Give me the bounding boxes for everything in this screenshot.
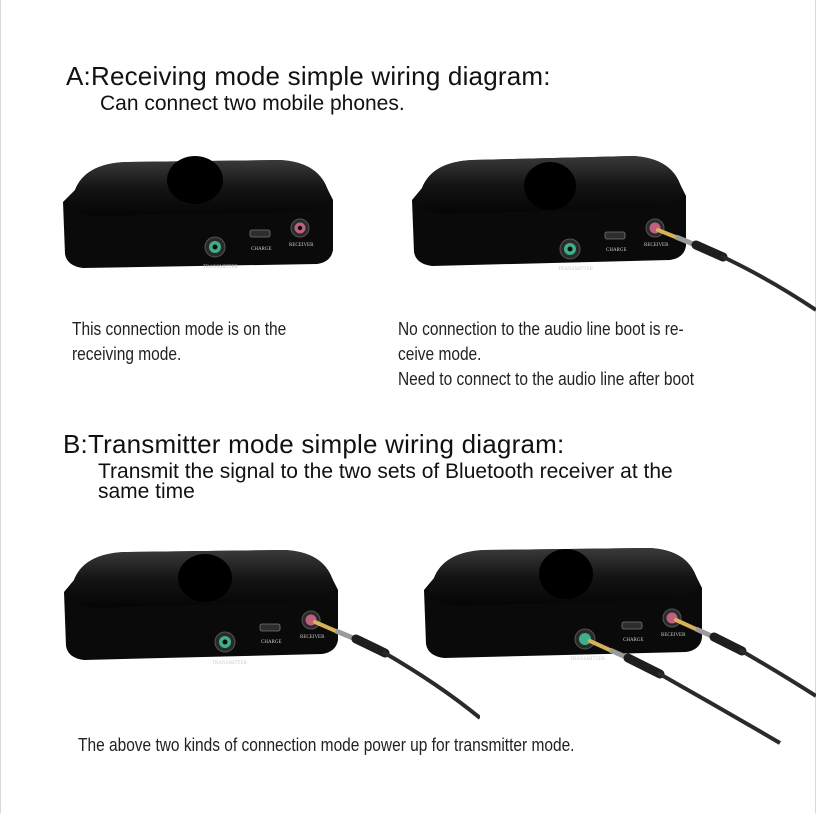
section-b-subtitle-line1: Transmit the signal to the two sets of B… <box>98 460 673 483</box>
audio-cable <box>656 228 816 312</box>
charge-port <box>621 621 643 630</box>
note-a-right-line1: No connection to the audio line boot is … <box>398 319 684 339</box>
section-a-subtitle: Can connect two mobile phones. <box>100 92 405 115</box>
label-charge: CHARGE <box>251 247 272 252</box>
audio-cable-transmitter <box>588 639 782 745</box>
label-receiver: RECEIVER <box>661 633 686 638</box>
section-a-title: A:Receiving mode simple wiring diagram: <box>66 61 551 91</box>
note-a-left-line1: This connection mode is on the <box>72 319 287 339</box>
device-a-left: TRANSMITTER CHARGE RECEIVER <box>63 156 333 270</box>
label-transmitter: TRANSMITTER <box>558 267 594 272</box>
note-a-right-line2: ceive mode. <box>398 344 482 364</box>
label-receiver: RECEIVER <box>289 243 314 248</box>
device-a-right: TRANSMITTER CHARGE RECEIVER <box>412 156 816 312</box>
device-b-right: TRANSMITTER CHARGE RECEIVER <box>424 548 816 745</box>
device-b-left: TRANSMITTER CHARGE RECEIVER <box>64 550 480 720</box>
charge-port <box>249 229 271 238</box>
footer-note: The above two kinds of connection mode p… <box>78 735 575 755</box>
note-a-right-line3: Need to connect to the audio line after … <box>398 369 695 389</box>
section-b-title: B:Transmitter mode simple wiring diagram… <box>63 429 565 459</box>
audio-cable-receiver <box>674 618 816 698</box>
note-a-left-line2: receiving mode. <box>72 344 182 364</box>
label-charge: CHARGE <box>623 638 644 643</box>
label-charge: CHARGE <box>261 640 282 645</box>
audio-cable <box>313 620 480 720</box>
section-b-subtitle-line2: same time <box>98 480 195 503</box>
charge-port <box>259 623 281 632</box>
label-receiver: RECEIVER <box>300 635 325 640</box>
left-border <box>0 0 1 813</box>
label-transmitter: TRANSMITTER <box>203 265 239 270</box>
label-receiver: RECEIVER <box>644 243 669 248</box>
charge-port <box>604 231 626 240</box>
label-charge: CHARGE <box>606 248 627 253</box>
label-transmitter: TRANSMITTER <box>570 657 606 662</box>
label-transmitter: TRANSMITTER <box>212 661 248 666</box>
